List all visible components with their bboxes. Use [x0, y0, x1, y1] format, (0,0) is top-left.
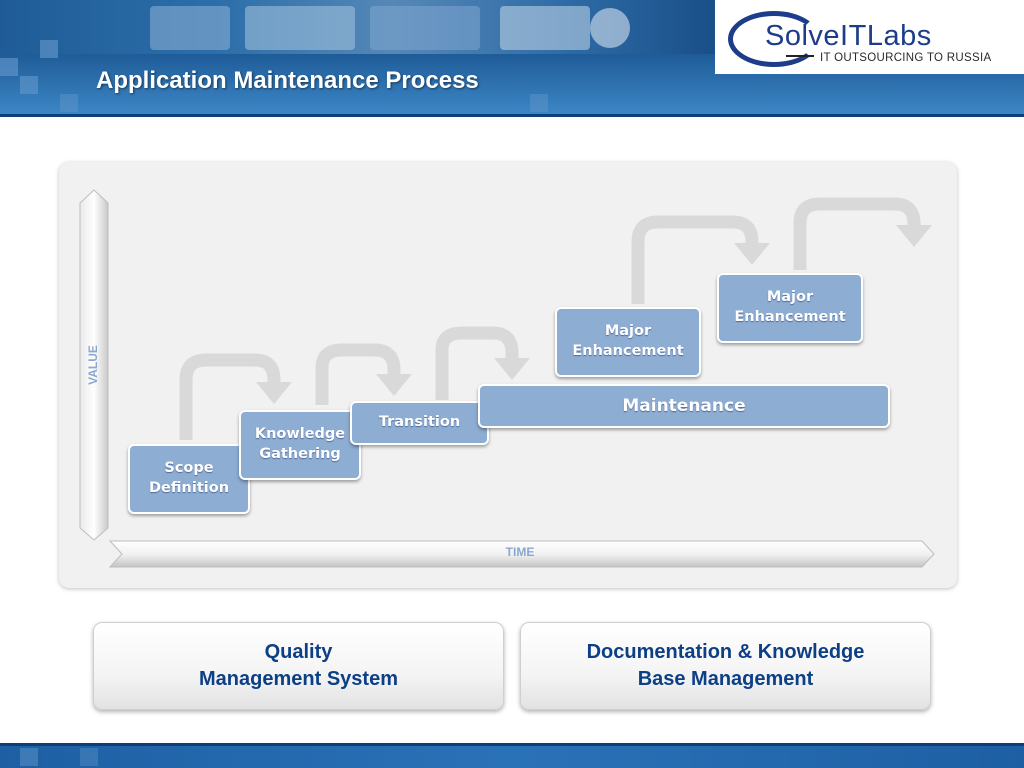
curved-arrow-3 — [435, 326, 519, 400]
photo-people-1 — [150, 6, 230, 50]
value-axis-label: VALUE — [86, 345, 100, 385]
decor-pixel — [80, 748, 98, 766]
logo-arrow-icon — [786, 55, 814, 57]
photo-people-2 — [245, 6, 355, 50]
slide-header: SolveITLabs IT OUTSOURCING TO RUSSIA App… — [0, 0, 1024, 117]
logo-name: SolveITLabs — [765, 20, 932, 52]
step-label: Major — [766, 289, 814, 306]
arrowhead-icon — [896, 225, 932, 247]
step-label: Enhancement — [572, 343, 684, 359]
value-axis-arrow — [79, 189, 109, 541]
time-axis-arrow — [108, 540, 935, 568]
logo-swoosh-icon — [728, 11, 820, 67]
step-maintenance: Maintenance — [478, 384, 890, 428]
decor-pixel — [20, 76, 38, 94]
quality-management-card: Quality Management System — [93, 622, 504, 710]
connector-arrowheads — [256, 225, 932, 404]
step-label: Definition — [148, 480, 230, 496]
photo-handshake — [500, 6, 590, 50]
step-label: Transition — [378, 414, 461, 431]
footer-divider — [0, 743, 1024, 746]
card-line: Quality — [264, 641, 333, 663]
documentation-knowledge-card: Documentation & Knowledge Base Managemen… — [520, 622, 931, 710]
decor-pixel — [60, 94, 78, 112]
step-label: Scope — [164, 460, 214, 477]
time-axis-label: TIME — [505, 545, 535, 559]
arrowhead-icon — [376, 374, 412, 396]
step-label: Major — [604, 323, 652, 340]
header-divider — [0, 114, 1024, 117]
curved-arrow-4 — [631, 215, 759, 304]
clock-icon — [590, 8, 630, 48]
card-line: Documentation & Knowledge — [586, 641, 865, 663]
page-title: Application Maintenance Process — [96, 67, 479, 94]
curved-arrow-1 — [179, 353, 281, 440]
header-photo-strip — [0, 0, 715, 54]
arrowhead-icon — [256, 382, 292, 404]
photo-meeting — [370, 6, 480, 50]
connector-arrows — [179, 197, 921, 440]
curved-arrow-5 — [793, 197, 921, 270]
step-label: Enhancement — [734, 309, 846, 325]
step-label: Gathering — [259, 446, 341, 462]
footer-band — [0, 746, 1024, 768]
decor-pixel — [530, 94, 548, 112]
arrowhead-icon — [494, 358, 530, 380]
decor-pixel — [40, 40, 58, 58]
logo-tagline: IT OUTSOURCING TO RUSSIA — [820, 52, 992, 64]
decor-pixel — [0, 58, 18, 76]
curved-arrow-2 — [315, 343, 401, 405]
card-line: Base Management — [637, 668, 814, 690]
decor-pixel — [20, 748, 38, 766]
step-transition: Transition — [350, 401, 489, 445]
arrowhead-icon — [734, 243, 770, 265]
step-label: Knowledge — [254, 426, 346, 443]
step-label: Maintenance — [622, 395, 746, 416]
card-line: Management System — [199, 668, 398, 690]
